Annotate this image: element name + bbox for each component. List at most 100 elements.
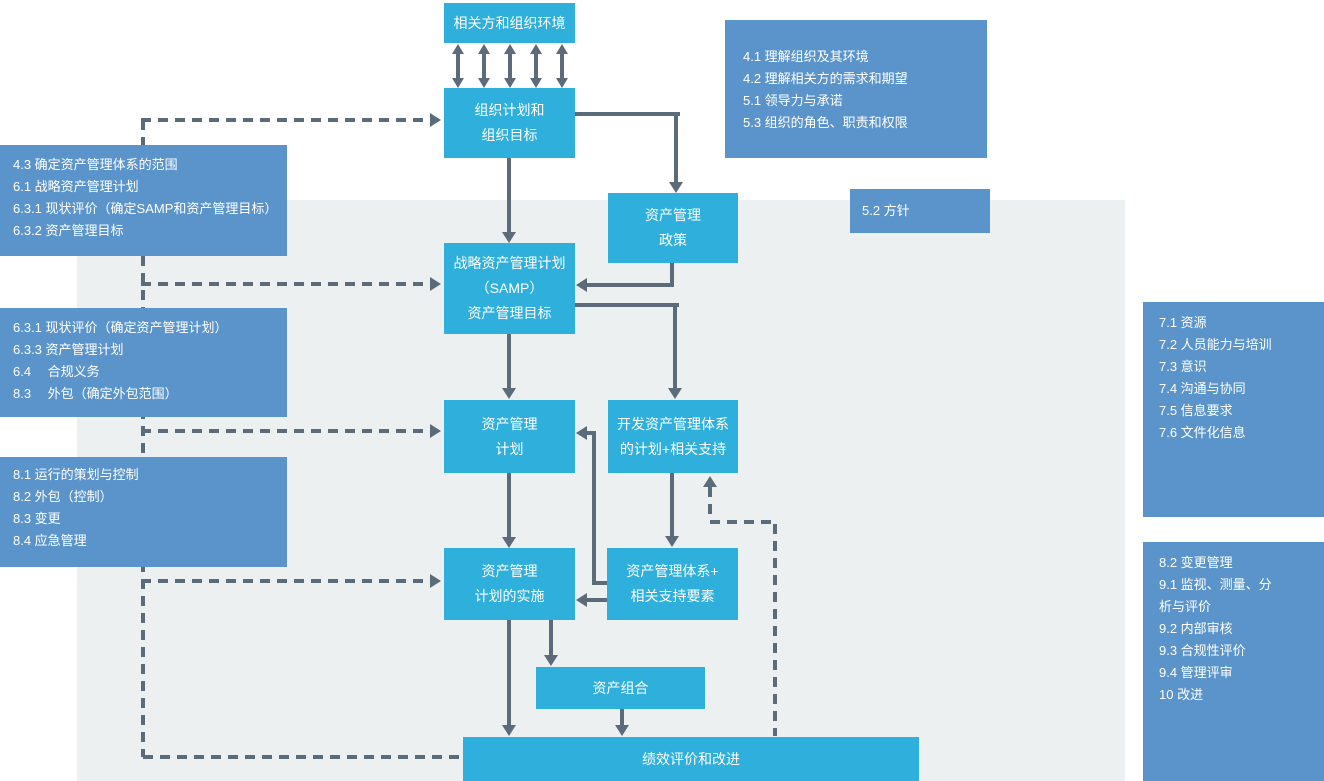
feedback-branch-samp: [141, 282, 427, 286]
connector-amplan-impl: [507, 473, 511, 537]
connector-orgplan-policy-v: [674, 112, 678, 182]
arrowhead-to-support-top: [665, 536, 679, 547]
connector-support-amplan-v: [592, 431, 596, 585]
connector-samp-amplan: [507, 334, 511, 388]
arrowhead: [452, 44, 464, 54]
arrowhead-to-orgplan: [430, 113, 441, 127]
connector-impl-perfeval: [507, 620, 511, 725]
text-line: 5.3 组织的角色、职责和权限: [743, 115, 908, 130]
text-line: 6.3.1 现状评价（确定SAMP和资产管理目标）: [13, 201, 278, 216]
connector-orgplan-samp: [507, 158, 511, 232]
text-line: 的计划+相关支持: [619, 440, 727, 457]
text-line: 组织目标: [481, 127, 538, 143]
connector-segment: [482, 53, 486, 79]
connector-segment: [456, 53, 460, 79]
ann-policy-clause: 5.2 方针: [850, 189, 990, 233]
connector-samp-devams-h: [575, 303, 679, 307]
arrowhead-to-impl-top: [502, 537, 516, 548]
connector-samp-devams-v: [673, 303, 677, 389]
text-line: 战略资产管理计划: [453, 255, 566, 271]
feedback-devams-horizontal: [710, 520, 777, 524]
text-line: 10 改进: [1159, 687, 1204, 702]
arrowhead-to-samp-top: [502, 232, 516, 243]
connector-orgplan-policy-h: [575, 112, 680, 116]
node-performance-evaluation: 绩效评价和改进: [463, 737, 919, 781]
arrowhead-to-perfeval-mid: [615, 725, 629, 736]
node-am-policy: 资产管理政策: [608, 193, 738, 263]
arrowhead-to-impl-right: [576, 593, 587, 607]
text-line: 开发资产管理体系: [617, 415, 729, 432]
text-line: 4.2 理解相关方的需求和期望: [743, 71, 908, 86]
connector-support-amplan-h: [587, 431, 596, 435]
connector-segment: [560, 53, 564, 79]
connector-impl-portfolio: [549, 620, 553, 656]
arrowhead-to-amplan-top: [502, 388, 516, 399]
node-dev-ams-plan-support: 开发资产管理体系的计划+相关支持: [608, 400, 738, 473]
text-line: 9.4 管理评审: [1159, 665, 1233, 680]
node-am-plan: 资产管理计划: [444, 400, 575, 473]
text-line: 资产管理: [481, 563, 538, 579]
feedback-devams-stub: [708, 487, 712, 520]
text-line: 7.1 资源: [1159, 315, 1207, 330]
node-stakeholders-environment: 相关方和组织环境: [444, 3, 575, 43]
text-line: 组织计划和: [474, 102, 545, 118]
arrowhead: [530, 78, 542, 88]
connector-support-impl: [587, 598, 607, 602]
arrowhead-to-devams: [703, 476, 717, 487]
connector-policy-samp-h: [586, 283, 674, 287]
arrowhead: [556, 44, 568, 54]
text-line: （SAMP）: [475, 280, 544, 296]
arrowhead: [478, 44, 490, 54]
text-line: 8.2 外包（控制）: [13, 489, 113, 504]
text-line: 9.3 合规性评价: [1159, 643, 1246, 658]
feedback-dashed-bottom: [143, 755, 463, 759]
arrowhead-to-amplan-right: [576, 426, 587, 440]
text-line: 6.3.2 资产管理目标: [13, 223, 124, 238]
arrowhead-to-implementation: [430, 574, 441, 588]
node-asset-portfolio: 资产组合: [536, 667, 705, 709]
text-line: 计划: [495, 440, 524, 457]
text-line: 7.3 意识: [1159, 359, 1207, 374]
arrowhead: [452, 78, 464, 88]
node-org-plan-goals: 组织计划和组织目标: [444, 88, 575, 158]
feedback-devams-vertical: [773, 524, 777, 736]
text-line: 相关方和组织环境: [453, 14, 566, 31]
text-line: 计划的实施: [474, 588, 545, 604]
arrowhead-to-devams-top: [668, 388, 682, 399]
arrowhead: [504, 78, 516, 88]
connector-portfolio-perfeval: [620, 709, 624, 725]
arrowhead-to-samp-right: [576, 278, 587, 292]
feedback-branch-orgplan: [141, 118, 427, 122]
node-ams-support-elements: 资产管理体系+相关支持要素: [607, 548, 738, 620]
text-line: 9.2 内部审核: [1159, 621, 1233, 636]
node-am-plan-implementation: 资产管理计划的实施: [444, 548, 575, 620]
text-line: 7.6 文件化信息: [1159, 425, 1246, 440]
connector-support-amplan-stub: [594, 581, 607, 585]
connector-policy-samp-v: [670, 263, 674, 287]
text-line: 5.2 方针: [862, 203, 910, 218]
connector-segment: [534, 53, 538, 79]
arrowhead: [504, 44, 516, 54]
arrowhead-to-samp: [430, 277, 441, 291]
text-line: 资产管理: [481, 415, 538, 432]
arrowhead: [530, 44, 542, 54]
node-samp: 战略资产管理计划（SAMP）资产管理目标: [444, 243, 575, 334]
arrowhead-to-portfolio: [544, 655, 558, 666]
arrowhead: [556, 78, 568, 88]
arrowhead: [478, 78, 490, 88]
text-line: 6.3.3 资产管理计划: [13, 342, 124, 357]
text-line: 8.2 变更管理: [1159, 555, 1233, 570]
text-line: 7.5 信息要求: [1159, 403, 1233, 418]
text-line: 资产管理: [645, 207, 701, 223]
arrowhead-to-amplan: [430, 424, 441, 438]
text-line: 4.3 确定资产管理体系的范围: [13, 157, 178, 172]
text-line: 7.4 沟通与协同: [1159, 381, 1246, 396]
connector-segment: [508, 53, 512, 79]
connector-devams-support: [670, 473, 674, 536]
feedback-branch-amplan: [141, 429, 427, 433]
